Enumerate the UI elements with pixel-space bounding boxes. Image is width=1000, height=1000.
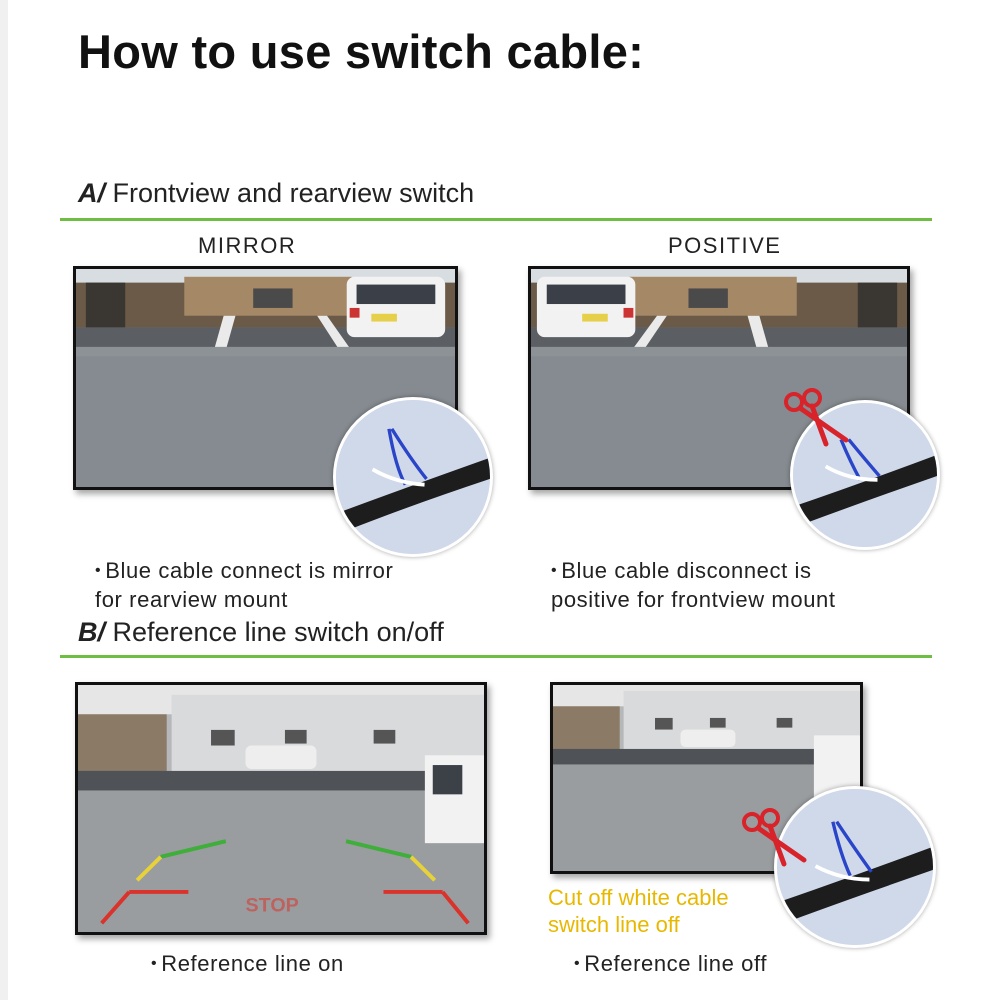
positive-caption-line1: Blue cable disconnect is bbox=[561, 558, 812, 583]
reference-off-caption-text: Reference line off bbox=[584, 951, 768, 976]
positive-caption-line2: positive for frontview mount bbox=[551, 587, 836, 612]
reference-on-scene: STOP bbox=[78, 685, 484, 932]
mirror-caption: •Blue cable connect is mirror for rearvi… bbox=[95, 556, 393, 614]
section-b-rule bbox=[60, 655, 932, 658]
page-edge-strip bbox=[0, 0, 8, 1000]
reference-off-photo bbox=[550, 682, 863, 874]
section-b-letter: B/ bbox=[78, 617, 105, 647]
positive-label: POSITIVE bbox=[668, 233, 782, 258]
reference-on-photo: STOP bbox=[75, 682, 487, 935]
positive-caption: •Blue cable disconnect is positive for f… bbox=[551, 556, 836, 614]
mirror-cable-closeup bbox=[333, 397, 493, 557]
reference-off-caption: •Reference line off bbox=[574, 949, 767, 978]
section-a-letter: A/ bbox=[78, 178, 105, 208]
reference-off-cable-closeup bbox=[774, 786, 936, 948]
section-b-heading: B/ Reference line switch on/off bbox=[78, 617, 444, 648]
section-a-text: Frontview and rearview switch bbox=[112, 178, 475, 208]
reference-on-caption: •Reference line on bbox=[151, 949, 344, 978]
cable-closeup-reference bbox=[777, 789, 933, 945]
cut-off-note: Cut off white cable switch line off bbox=[548, 884, 729, 938]
scissors-icon bbox=[784, 388, 849, 447]
bullet: • bbox=[151, 955, 158, 972]
section-b-text: Reference line switch on/off bbox=[112, 617, 444, 647]
positive-cable-closeup bbox=[790, 400, 940, 550]
cable-closeup-positive bbox=[793, 403, 937, 547]
reference-on-caption-text: Reference line on bbox=[161, 951, 344, 976]
cut-off-note-line2: switch line off bbox=[548, 912, 680, 937]
mirror-caption-line2: for rearview mount bbox=[95, 587, 288, 612]
cable-closeup-mirror bbox=[336, 400, 490, 554]
mirror-caption-line1: Blue cable connect is mirror bbox=[105, 558, 394, 583]
section-a-rule bbox=[60, 218, 932, 221]
bullet: • bbox=[95, 562, 102, 579]
reference-off-scene bbox=[553, 685, 860, 871]
stop-text: STOP bbox=[246, 895, 299, 917]
section-a-heading: A/ Frontview and rearview switch bbox=[78, 178, 474, 209]
bullet: • bbox=[551, 562, 558, 579]
cut-off-note-line1: Cut off white cable bbox=[548, 885, 729, 910]
bullet: • bbox=[574, 955, 581, 972]
page-title: How to use switch cable: bbox=[78, 25, 645, 78]
scissors-icon bbox=[742, 808, 807, 867]
mirror-label: MIRROR bbox=[198, 233, 297, 258]
